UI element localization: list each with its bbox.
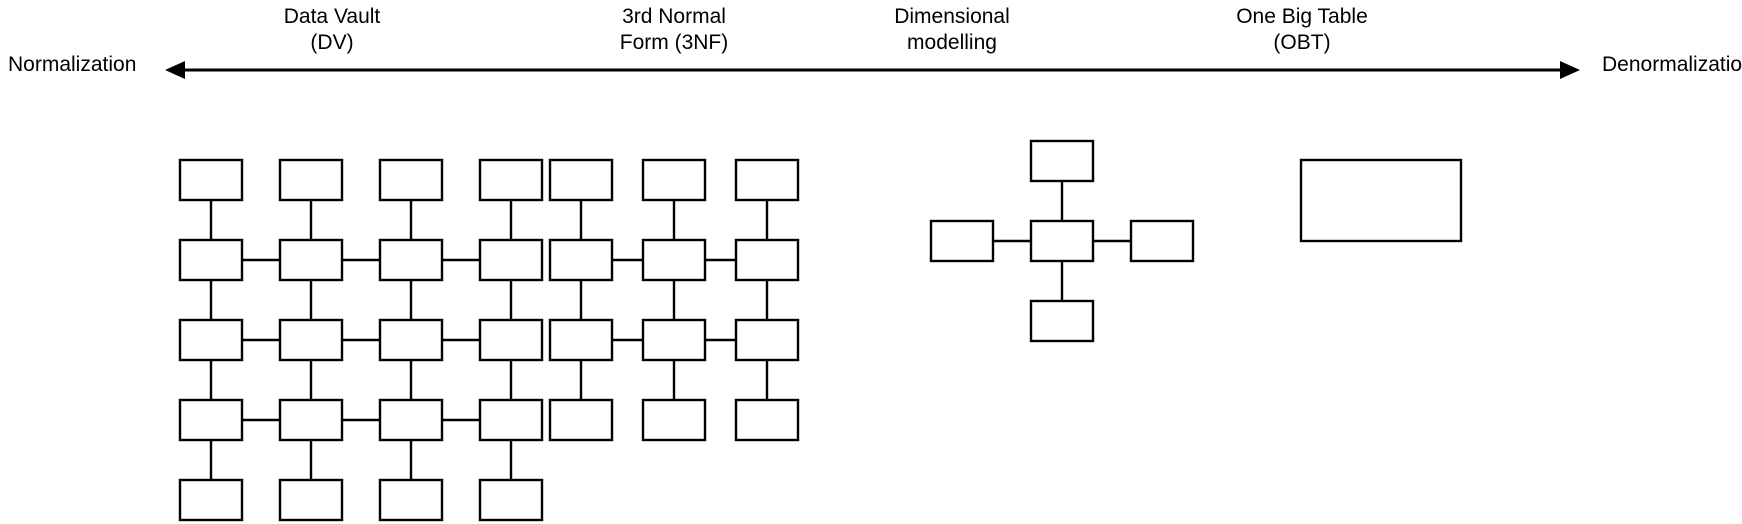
entity-box	[278, 478, 344, 522]
entity-box	[178, 318, 244, 362]
stage-graph-one-big-table	[1299, 158, 1463, 243]
entity-box	[278, 238, 344, 282]
entity-box	[178, 238, 244, 282]
entity-box	[378, 158, 444, 202]
stage-label-data-vault: Data Vault (DV)	[283, 5, 381, 54]
entity-box	[734, 318, 800, 362]
entity-box	[178, 478, 244, 522]
entity-box	[548, 318, 614, 362]
entity-box	[378, 318, 444, 362]
entity-box	[641, 318, 707, 362]
stage-graph-dimensional-modelling	[929, 139, 1195, 343]
entity-box	[548, 238, 614, 282]
entity-boxes-layer	[178, 139, 1463, 522]
entity-box	[548, 398, 614, 442]
entity-box	[178, 398, 244, 442]
entity-box	[734, 398, 800, 442]
entity-box-dimension-left	[929, 219, 995, 263]
entity-box	[478, 238, 544, 282]
axis-label-denormalization: Denormalization	[1602, 53, 1742, 76]
entity-box	[278, 318, 344, 362]
entity-box-fact-center	[1029, 219, 1095, 263]
entity-box	[378, 478, 444, 522]
entity-box-dimension-right	[1129, 219, 1195, 263]
entity-box	[478, 478, 544, 522]
stage-label-third-normal-form: 3rd Normal Form (3NF)	[619, 5, 729, 54]
entity-box	[478, 398, 544, 442]
entity-box	[478, 158, 544, 202]
entity-box	[734, 238, 800, 282]
entity-box	[278, 158, 344, 202]
entity-box	[378, 238, 444, 282]
entity-box	[478, 318, 544, 362]
entity-box	[378, 398, 444, 442]
stage-label-one-big-table: One Big Table (OBT)	[1236, 5, 1368, 54]
entity-box	[278, 398, 344, 442]
stage-label-dimensional-modelling: Dimensional modelling	[894, 5, 1010, 54]
entity-box	[178, 158, 244, 202]
arrow-head-left	[165, 61, 185, 79]
entity-box	[734, 158, 800, 202]
stage-graph-data-vault	[178, 158, 544, 522]
entity-box-one-big-table	[1299, 158, 1463, 243]
stage-graph-third-normal-form	[548, 158, 800, 442]
entity-box	[548, 158, 614, 202]
entity-box	[641, 398, 707, 442]
entity-box	[641, 238, 707, 282]
entity-box-dimension-bottom	[1029, 299, 1095, 343]
axis-label-normalization: Normalization	[8, 53, 137, 76]
entity-box	[641, 158, 707, 202]
axis-layer	[165, 61, 1580, 79]
arrow-head-right	[1560, 61, 1580, 79]
entity-box-dimension-top	[1029, 139, 1095, 183]
